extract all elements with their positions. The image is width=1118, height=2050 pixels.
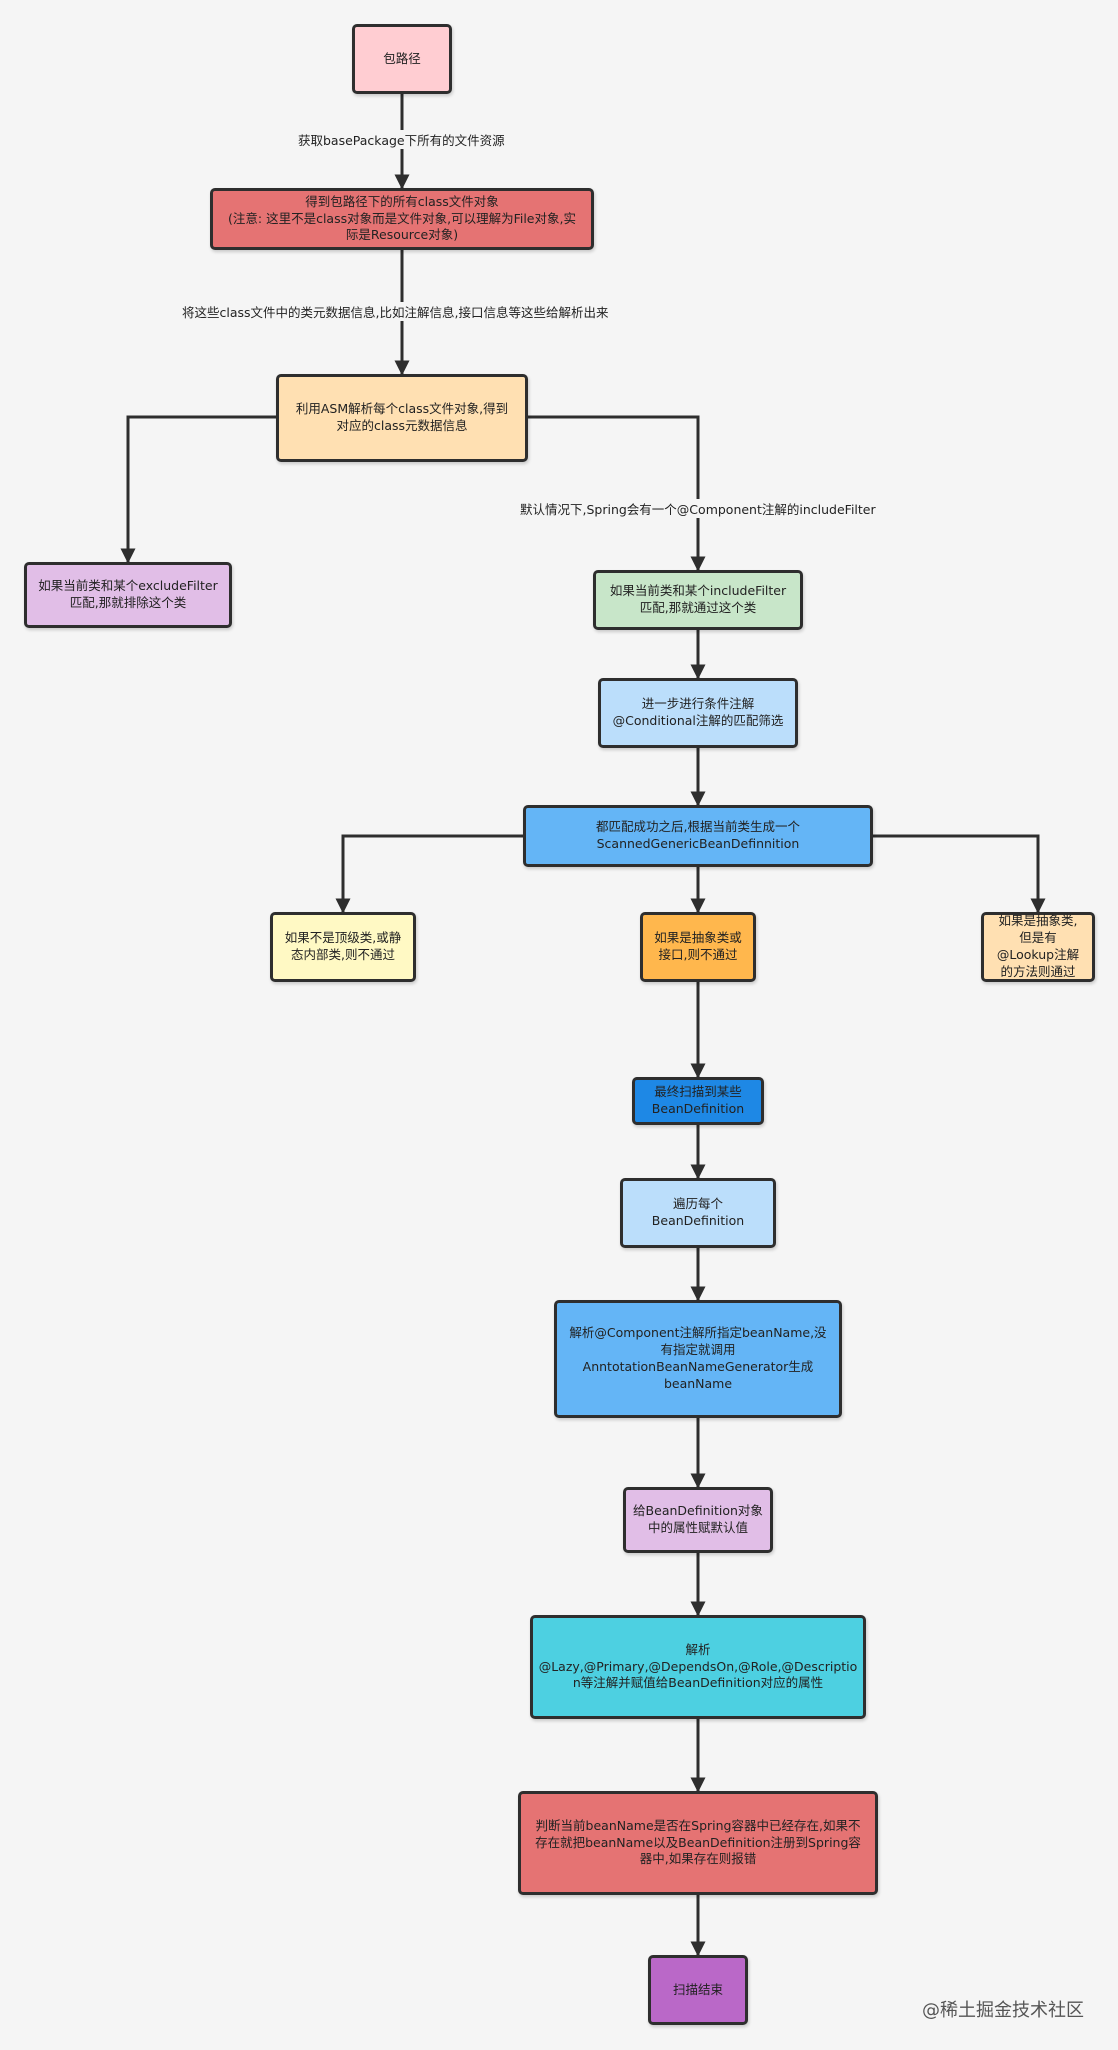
edge-label-n2-n3: 将这些class文件中的类元数据信息,比如注解信息,接口信息等这些给解析出来	[180, 302, 611, 321]
node-n5: 如果当前类和某个includeFilter 匹配,那就通过这个类	[593, 570, 803, 630]
watermark: @稀土掘金技术社区	[922, 2000, 1084, 2021]
node-n1: 包路径	[352, 24, 452, 94]
node-n13: 解析@Component注解所指定beanName,没 有指定就调用 Annto…	[554, 1300, 842, 1418]
node-n8: 如果不是顶级类,或静 态内部类,则不通过	[270, 912, 416, 982]
edge-n7-n10	[873, 834, 1046, 914]
node-n4: 如果当前类和某个excludeFilter 匹配,那就排除这个类	[24, 562, 232, 628]
node-n7: 都匹配成功之后,根据当前类生成一个 ScannedGenericBeanDefi…	[523, 805, 873, 867]
node-n15: 解析 @Lazy,@Primary,@DependsOn,@Role,@Desc…	[530, 1615, 866, 1719]
edge-label-n1-n2: 获取basePackage下所有的文件资源	[296, 130, 507, 149]
node-n14: 给BeanDefinition对象 中的属性赋默认值	[623, 1487, 773, 1553]
edge-label-n3-n5: 默认情况下,Spring会有一个@Component注解的includeFilt…	[518, 499, 878, 518]
edge-n3-n5	[528, 415, 706, 572]
edge-n7-n8	[335, 834, 523, 914]
node-n3: 利用ASM解析每个class文件对象,得到 对应的class元数据信息	[276, 374, 528, 462]
node-n6: 进一步进行条件注解 @Conditional注解的匹配筛选	[598, 678, 798, 748]
node-n10: 如果是抽象类, 但是有 @Lookup注解 的方法则通过	[981, 912, 1095, 982]
node-n11: 最终扫描到某些 BeanDefinition	[632, 1077, 764, 1125]
edge-n3-n4	[120, 415, 276, 564]
node-n9: 如果是抽象类或 接口,则不通过	[640, 912, 756, 982]
node-n2: 得到包路径下的所有class文件对象 (注意: 这里不是class对象而是文件对…	[210, 188, 594, 250]
node-n16: 判断当前beanName是否在Spring容器中已经存在,如果不 存在就把bea…	[518, 1791, 878, 1895]
node-n17: 扫描结束	[648, 1955, 748, 2025]
node-n12: 遍历每个 BeanDefinition	[620, 1178, 776, 1248]
